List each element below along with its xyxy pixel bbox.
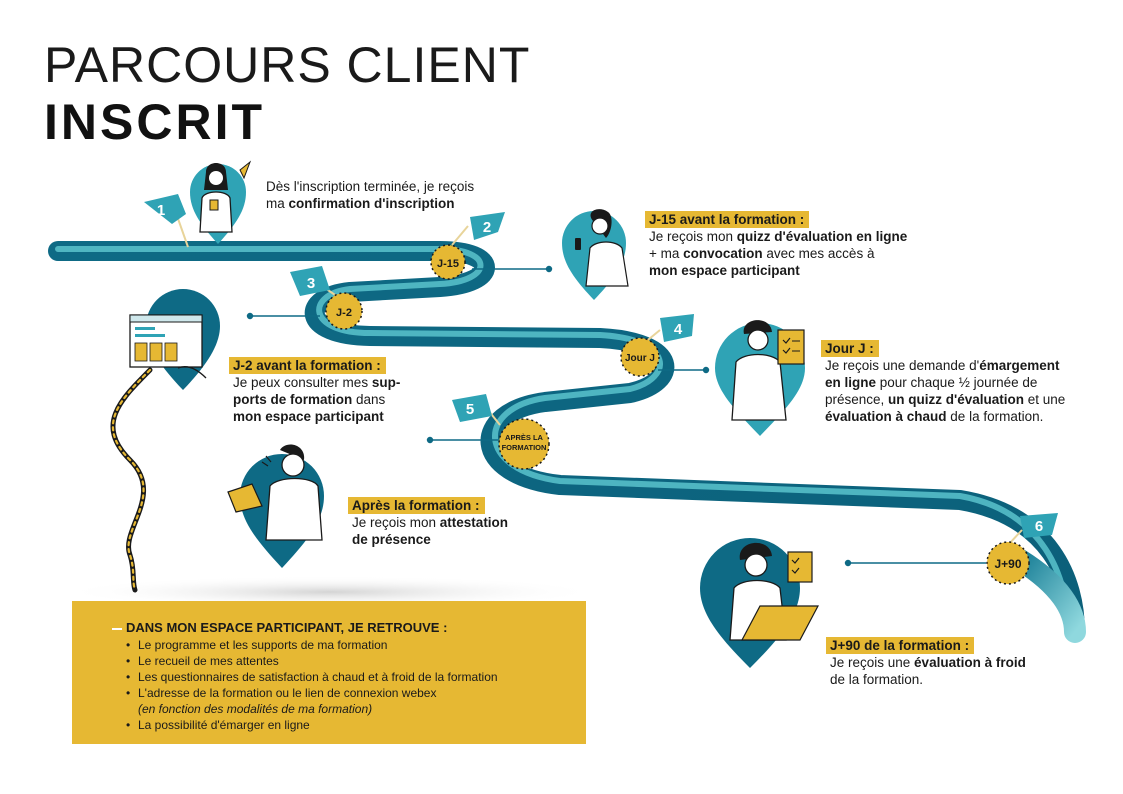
flag-5: 5 (452, 394, 501, 426)
person-phone-icon (575, 209, 629, 287)
ground-shadow (60, 576, 600, 608)
step-2-heading: J-15 avant la formation : (645, 211, 810, 228)
badge-jour-j: Jour J (620, 337, 660, 377)
flag-1-number: 1 (157, 202, 165, 219)
step-5-l1-bold: attestation (439, 515, 509, 530)
step-4-l3-pre: présence, (825, 392, 889, 407)
person-celebrating-icon (199, 160, 252, 233)
step-3-heading: J-2 avant la formation : (229, 357, 386, 374)
step-5-l1-pre: Je reçois mon (352, 515, 440, 530)
step-3-l1-pre: Je peux consulter mes (233, 375, 372, 390)
step-2-l2-bold: convocation (683, 246, 763, 261)
pin-step-2 (562, 209, 629, 300)
step-3-l1-bold: sup- (371, 375, 401, 390)
step-4-heading: Jour J : (821, 340, 879, 357)
badge-j-2: J-2 (325, 292, 363, 330)
svg-text:J-15: J-15 (437, 258, 459, 270)
step-2-l3-bold: mon espace participant (649, 263, 800, 278)
pin-step-4 (715, 320, 805, 436)
flag-3: 3 (290, 266, 339, 298)
title-dash (112, 628, 122, 630)
step-4-l4-post: de la formation. (946, 409, 1044, 424)
step-4-l2-bold: en ligne (825, 375, 877, 390)
list-item: L'adresse de la formation ou le lien de … (126, 685, 498, 701)
step-4-l4-bold: évaluation à chaud (825, 409, 947, 424)
step-4-l1-pre: Je reçois une demande d' (825, 358, 980, 373)
step-2-l1-bold: quizz d'évaluation en ligne (736, 229, 908, 244)
step-3-l2-post: dans (352, 392, 386, 407)
step-1-line1: Dès l'inscription terminée, je reçois (266, 179, 475, 194)
person-certificate-icon (227, 444, 323, 541)
participant-space-box: DANS MON ESPACE PARTICIPANT, JE RETROUVE… (72, 601, 586, 744)
svg-text:FORMATION: FORMATION (502, 443, 547, 452)
flag-4-number: 4 (674, 321, 683, 338)
person-checklist-icon (731, 320, 805, 421)
step-5-l2-bold: de présence (352, 532, 431, 547)
badge-apres-formation: APRÈS LA FORMATION (498, 418, 550, 470)
step-6-l1-bold: évaluation à froid (914, 655, 1026, 670)
step-4-l3-bold: un quizz d'évaluation (888, 392, 1025, 407)
flag-2-number: 2 (483, 219, 491, 236)
badge-j-15: J-15 (430, 244, 466, 280)
step-1-text: Dès l'inscription terminée, je reçois ma… (266, 178, 506, 212)
step-1-line2-bold: confirmation d'inscription (288, 196, 455, 211)
step-4-l1-bold: émargement (979, 358, 1060, 373)
participant-space-list: Le programme et les supports de ma forma… (126, 637, 498, 733)
pin-step-1 (190, 160, 252, 244)
pin-step-6 (700, 538, 819, 668)
flag-6-number: 6 (1035, 518, 1043, 535)
page-title-line2: INSCRIT (44, 94, 265, 150)
step-1-line2-pre: ma (266, 196, 289, 211)
step-6-l1-pre: Je reçois une (830, 655, 915, 670)
participant-space-title: DANS MON ESPACE PARTICIPANT, JE RETROUVE… (126, 620, 448, 635)
person-laptop-icon (729, 542, 819, 641)
step-4-text: Jour J : Je reçois une demande d'émargem… (821, 340, 1085, 425)
flag-3-number: 3 (307, 275, 315, 292)
step-4-l3-post: et une (1024, 392, 1066, 407)
list-item-note: (en fonction des modalités de ma formati… (126, 701, 498, 717)
flag-1: 1 (144, 194, 189, 248)
webpage-screen-icon (129, 314, 207, 379)
flag-2: 2 (451, 212, 505, 246)
step-6-text: J+90 de la formation : Je reçois une éva… (826, 637, 1070, 688)
list-item: La possibilité d'émarger en ligne (126, 717, 498, 733)
step-6-heading: J+90 de la formation : (826, 637, 975, 654)
svg-text:Jour J: Jour J (625, 353, 655, 364)
flag-5-number: 5 (466, 401, 474, 418)
step-2-l1-pre: Je reçois mon (649, 229, 737, 244)
step-5-text: Après la formation : Je reçois mon attes… (348, 497, 552, 548)
step-3-l3-bold: mon espace participant (233, 409, 384, 424)
step-2-l2-post: avec mes accès à (762, 246, 875, 261)
step-6-line2: de la formation. (830, 672, 924, 687)
rope-dots (111, 368, 152, 592)
pin-step-5 (227, 444, 324, 568)
svg-text:APRÈS LA: APRÈS LA (505, 433, 544, 442)
badge-j-plus-90: J+90 (986, 541, 1030, 585)
list-note-italic: (en fonction des modalités de ma formati… (138, 702, 373, 716)
step-3-text: J-2 avant la formation : Je peux consult… (229, 357, 433, 425)
step-5-heading: Après la formation : (348, 497, 485, 514)
svg-text:J+90: J+90 (994, 557, 1021, 571)
svg-text:J-2: J-2 (336, 307, 352, 319)
step-3-l2-bold: ports de formation (233, 392, 353, 407)
pin-step-3 (129, 289, 220, 390)
step-4-l2-post: pour chaque ½ journée de (876, 375, 1038, 390)
connector-lines (246, 265, 986, 567)
road-tail (1009, 549, 1086, 643)
step-2-text: J-15 avant la formation : Je reçois mon … (645, 211, 939, 279)
list-item: Le recueil de mes attentes (126, 653, 498, 669)
list-item: Les questionnaires de satisfaction à cha… (126, 669, 498, 685)
page-title-line1: PARCOURS CLIENT (44, 37, 531, 93)
step-2-l2-pre: + ma (649, 246, 684, 261)
list-item: Le programme et les supports de ma forma… (126, 637, 498, 653)
